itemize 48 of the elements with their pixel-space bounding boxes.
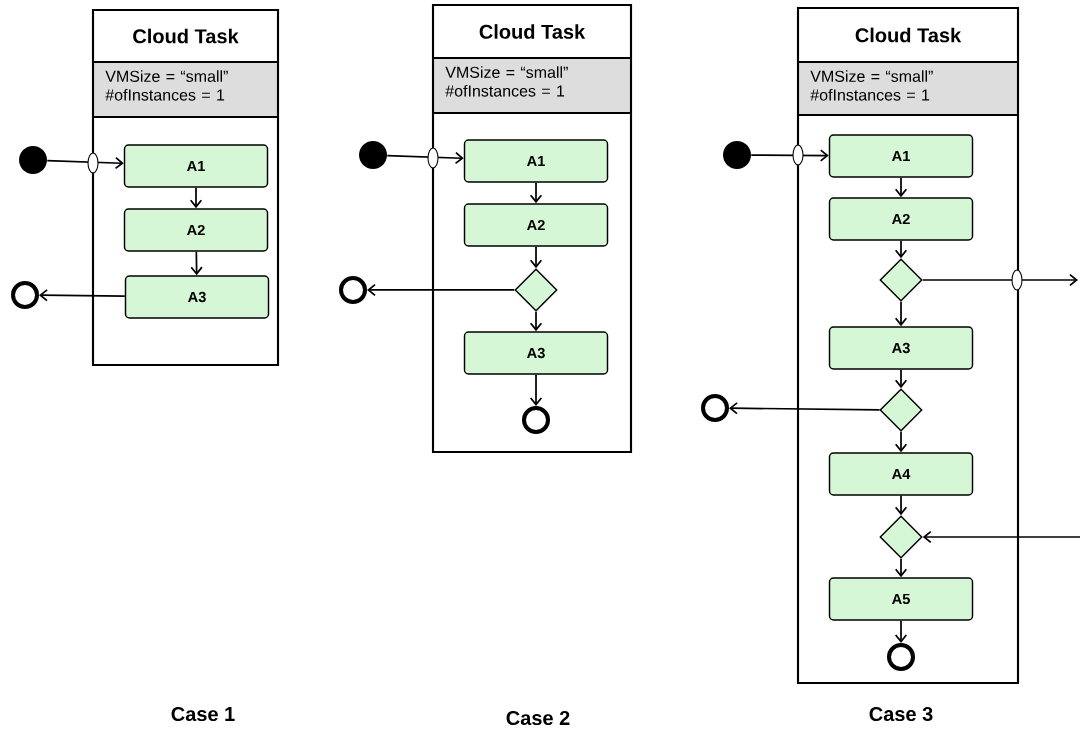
decision-diamond	[879, 515, 923, 559]
end-ring	[11, 281, 39, 309]
arrow	[729, 402, 881, 415]
arrow	[529, 245, 543, 269]
end-ring	[701, 394, 729, 422]
activity-box: A3	[124, 275, 270, 319]
activity-box: A5	[828, 577, 974, 621]
activity-box: A3	[463, 331, 609, 375]
decision-diamond	[514, 268, 558, 312]
arrow	[529, 181, 543, 204]
start-dot	[359, 141, 387, 169]
end-ring	[339, 276, 367, 304]
case-caption: Case 1	[171, 706, 235, 722]
arrow	[894, 494, 908, 516]
end-ring	[522, 406, 550, 434]
start-dot	[723, 141, 751, 169]
arrow	[529, 310, 543, 332]
arrow	[922, 530, 1081, 544]
case-caption: Case 3	[869, 706, 933, 722]
decision-diamond	[879, 258, 923, 302]
arrow	[894, 239, 908, 259]
arrow	[750, 149, 829, 162]
arrow	[189, 186, 203, 209]
arrow	[894, 368, 908, 389]
activity-box: A2	[123, 208, 269, 252]
activity-box: A1	[463, 139, 609, 183]
start-dot	[19, 146, 47, 174]
activity-box: A2	[463, 203, 609, 247]
arrow	[46, 156, 124, 170]
decision-diamond	[879, 388, 923, 432]
arrow	[894, 430, 908, 453]
arrow	[529, 373, 543, 406]
case-caption: Case 2	[506, 710, 570, 726]
arrow	[386, 151, 464, 165]
activity-box: A4	[828, 452, 974, 496]
arrow	[894, 176, 908, 198]
arrow	[190, 250, 203, 276]
arrow	[921, 273, 1078, 287]
arrow	[894, 619, 908, 643]
activity-box: A1	[828, 134, 974, 178]
arrow	[894, 557, 908, 578]
activity-box: A2	[828, 197, 974, 241]
end-ring	[887, 643, 915, 671]
arrow	[39, 289, 126, 302]
activity-box: A1	[123, 144, 269, 188]
activity-box: A3	[828, 326, 974, 370]
arrow	[894, 300, 908, 327]
arrow	[367, 283, 516, 297]
